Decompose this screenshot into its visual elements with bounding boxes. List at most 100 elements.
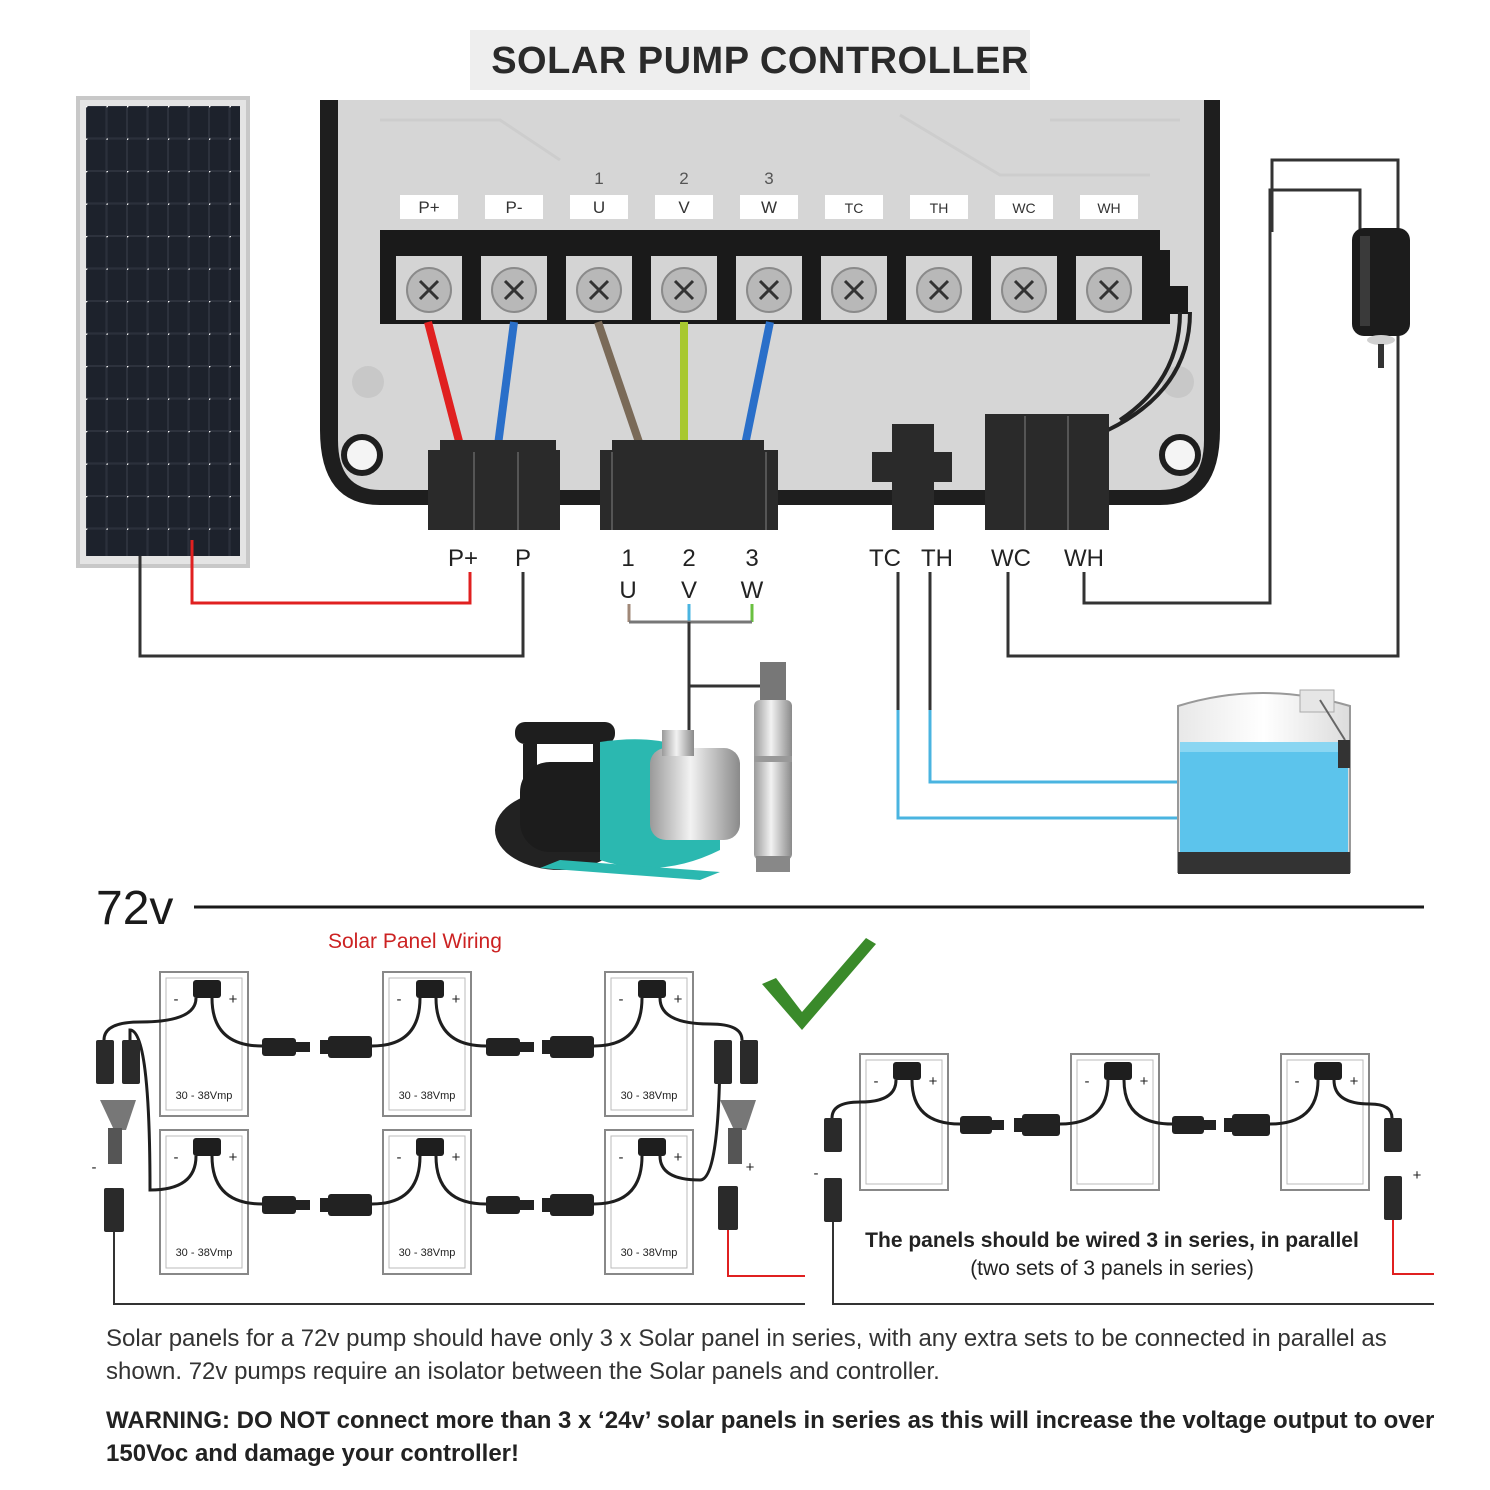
plug-motor xyxy=(600,440,778,530)
tc-sensor-wire xyxy=(896,710,1178,820)
series-cables-row-1 xyxy=(102,997,744,1048)
wiring-title: Solar Panel Wiring xyxy=(328,930,502,953)
solar-panel-6: - + 30 - 38Vmp xyxy=(604,1129,694,1275)
panel-plus: + xyxy=(929,1073,938,1090)
terminal-label: TH xyxy=(930,200,949,216)
panel-plus: + xyxy=(674,1149,683,1166)
plug-tank-sensor xyxy=(872,424,952,530)
terminal-label: W xyxy=(761,198,777,217)
title-backdrop xyxy=(470,30,1030,90)
terminal-label: WC xyxy=(1012,200,1035,216)
label-2: 2 xyxy=(682,545,695,572)
right-minus-label: - xyxy=(814,1165,819,1182)
check-mark-icon xyxy=(762,938,876,1030)
blue-wire-w xyxy=(741,321,774,446)
left-wiring-diagram: - + 30 - 38Vmp - + 30 - 38Vmp - + 30 - 3… xyxy=(92,971,805,1305)
description-text: Solar panels for a 72v pump should have … xyxy=(106,1325,1387,1385)
terminal-number: 3 xyxy=(764,169,773,188)
label-tc: TC xyxy=(869,545,901,572)
wh-lead xyxy=(1082,188,1362,605)
panel-minus: - xyxy=(397,991,402,1008)
right-plus-label: + xyxy=(1413,1167,1422,1184)
left-output-positive xyxy=(727,1230,805,1277)
panel-rating: 30 - 38Vmp xyxy=(399,1090,456,1102)
solar-panel-b: - + xyxy=(1070,1053,1160,1191)
panel-plus: + xyxy=(229,991,238,1008)
label-p: P xyxy=(515,545,531,572)
terminal-block-u: 1 U xyxy=(566,169,632,320)
mc4-connectors-row-1 xyxy=(262,1036,594,1058)
panel-rating: 30 - 38Vmp xyxy=(399,1247,456,1259)
well-level-sensor xyxy=(1352,228,1410,368)
terminal-label: U xyxy=(593,198,605,217)
solar-panel-3: - + 30 - 38Vmp xyxy=(604,971,694,1117)
terminal-label: P- xyxy=(506,198,523,217)
panel-plus: + xyxy=(229,1149,238,1166)
warning-text: WARNING: DO NOT connect more than 3 x ‘2… xyxy=(106,1404,1466,1470)
solar-panel-c: - + xyxy=(1280,1053,1370,1191)
th-sensor-wire xyxy=(928,710,1178,784)
label-w: W xyxy=(741,577,764,604)
float-switch-cable xyxy=(1118,311,1182,422)
note-line-2: (two sets of 3 panels in series) xyxy=(970,1257,1254,1280)
right-branch-connector xyxy=(714,1040,758,1230)
right-plus-label: + xyxy=(746,1159,755,1176)
right-output-negative xyxy=(832,1222,1434,1305)
terminal-block-wc: WC xyxy=(991,195,1057,320)
terminal-block-tc: TC xyxy=(821,195,887,320)
warning-prefix: WARNING: DO NOT xyxy=(106,1407,330,1434)
blue-wire xyxy=(494,321,518,446)
internal-wires xyxy=(424,311,1192,447)
solar-panel-a: - + xyxy=(859,1053,949,1191)
label-1: 1 xyxy=(621,545,634,572)
panel-minus: - xyxy=(397,1149,402,1166)
solar-panel-4: - + 30 - 38Vmp xyxy=(159,1129,249,1275)
terminal-label: WH xyxy=(1097,200,1120,216)
solar-panel-1: - + 30 - 38Vmp xyxy=(159,971,249,1117)
label-wc: WC xyxy=(991,545,1031,572)
terminal-label: TC xyxy=(845,200,864,216)
solar-panel-2: - + 30 - 38Vmp xyxy=(382,971,472,1117)
terminal-number: 2 xyxy=(679,169,688,188)
solar-pump-wiring-diagram: SOLAR PUMP CONTROLLER P+ P- 1 xyxy=(76,30,1434,1305)
right-wiring-diagram: - + - + - + xyxy=(814,1053,1434,1305)
terminal-block-wh: WH xyxy=(1076,195,1142,320)
mc4-connectors-row-2 xyxy=(262,1194,594,1216)
panel-minus: - xyxy=(874,1073,879,1090)
left-output-negative xyxy=(113,1232,805,1305)
panel-rating: 30 - 38Vmp xyxy=(621,1090,678,1102)
submersible-pump xyxy=(754,662,792,872)
panel-plus: + xyxy=(452,991,461,1008)
label-wh: WH xyxy=(1064,545,1104,572)
panel-minus: - xyxy=(1085,1073,1090,1090)
note-line-1: The panels should be wired 3 in series, … xyxy=(865,1229,1359,1252)
terminal-number: 1 xyxy=(594,169,603,188)
panel-plus: + xyxy=(1350,1073,1359,1090)
water-tank xyxy=(1177,689,1351,874)
terminal-block-th: TH xyxy=(906,195,972,320)
panel-negative-lead xyxy=(138,556,525,658)
panel-minus: - xyxy=(174,991,179,1008)
label-th: TH xyxy=(921,545,953,572)
terminal-block-p-minus: P- xyxy=(481,195,547,320)
panel-plus: + xyxy=(452,1149,461,1166)
right-end-connectors xyxy=(824,1118,1402,1222)
panel-plus: + xyxy=(674,991,683,1008)
series-cables-right xyxy=(830,1079,1394,1126)
diagram-title: SOLAR PUMP CONTROLLER xyxy=(491,40,1029,82)
red-wire xyxy=(424,320,464,447)
plug-well-sensor xyxy=(985,414,1109,530)
surface-pump xyxy=(495,722,740,880)
panel-minus: - xyxy=(1295,1073,1300,1090)
left-branch-connector xyxy=(96,1040,140,1232)
section-voltage: 72v xyxy=(96,882,173,935)
external-wiring xyxy=(138,158,1400,820)
warning-body: connect more than 3 x ‘24v’ solar panels… xyxy=(106,1407,1435,1467)
plug-labels: P+ P 1 U 2 V 3 W TC TH WC WH xyxy=(448,545,1104,604)
label-u: U xyxy=(619,577,636,604)
label-3: 3 xyxy=(745,545,758,572)
mc4-connectors-right xyxy=(960,1114,1270,1136)
terminal-label: P+ xyxy=(418,198,439,217)
solar-panel-5: - + 30 - 38Vmp xyxy=(382,1129,472,1275)
solar-panel xyxy=(76,96,250,568)
